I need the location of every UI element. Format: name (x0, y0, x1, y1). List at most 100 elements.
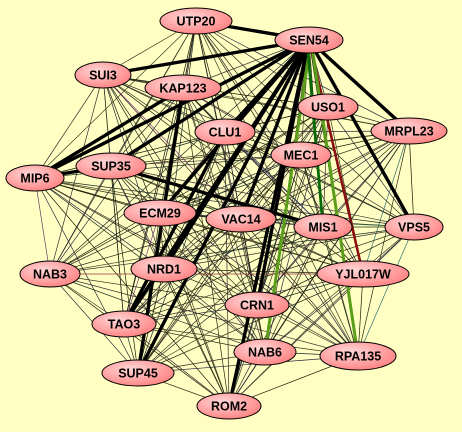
node-label-mec1: MEC1 (284, 149, 319, 163)
node-label-utp20: UTP20 (177, 15, 216, 29)
edge-SEN54-NAB3 (49, 39, 310, 275)
node-ecm29[interactable]: ECM29 (123, 199, 197, 227)
node-vac14[interactable]: VAC14 (205, 205, 277, 233)
node-shape-yjl017w (316, 260, 410, 288)
edge-UTP20-VPS5 (195, 20, 415, 228)
edge-NRD1-ROM2 (163, 268, 230, 407)
node-shape-rpa135 (319, 341, 397, 371)
edge-USO1-VPS5 (327, 106, 415, 228)
edge-NAB3-NAB6 (49, 273, 266, 353)
edge-MIP6-CRN1 (34, 177, 258, 306)
edge-MIP6-ROM2 (34, 177, 230, 407)
node-shape-nrd1 (130, 255, 198, 283)
node-shape-sup35 (75, 152, 147, 180)
node-nab3[interactable]: NAB3 (19, 260, 81, 288)
edge-VPS5-ROM2 (228, 226, 415, 407)
edge-SEN54-MIP6-thick (33, 38, 311, 180)
node-shape-mrpl23 (370, 117, 448, 145)
edge-SEN54-SUI3-thick (101, 38, 311, 77)
node-sup45[interactable]: SUP45 (101, 359, 175, 387)
edge-SUP35-TAO3 (110, 165, 125, 325)
node-rpa135[interactable]: RPA135 (319, 341, 397, 371)
edge-SUP35-NAB6 (110, 165, 266, 353)
edge-UTP20-MIP6 (34, 20, 197, 179)
node-shape-rom2 (196, 392, 262, 420)
node-mec1[interactable]: MEC1 (270, 141, 332, 169)
node-tao3[interactable]: TAO3 (91, 310, 157, 338)
edge-SUP35-RPA135 (110, 165, 359, 357)
node-utp20[interactable]: UTP20 (159, 7, 233, 35)
node-label-rpa135: RPA135 (335, 350, 381, 364)
node-sui3[interactable]: SUI3 (74, 61, 132, 89)
node-label-clu1: CLU1 (209, 126, 242, 140)
node-mrpl23[interactable]: MRPL23 (370, 117, 448, 145)
edge-MRPL23-RPA135 (357, 130, 410, 357)
node-sup35[interactable]: SUP35 (75, 152, 147, 180)
edge-SEN54-NRD1-thick (162, 38, 311, 271)
edge-SUP35-VPS5 (110, 165, 415, 228)
edge-NAB3-CRN1 (49, 273, 258, 306)
edge-UTP20-NRD1 (163, 20, 197, 270)
edge-SEN54-VPS5-thick (307, 38, 416, 229)
edge-VPS5-NRD1 (163, 226, 415, 270)
edge-YJL017W-SUP45 (137, 273, 364, 374)
edge-ECM29-RPA135 (159, 212, 359, 357)
node-uso1[interactable]: USO1 (297, 93, 359, 121)
node-label-sup35: SUP35 (91, 160, 131, 174)
node-vps5[interactable]: VPS5 (384, 213, 444, 241)
node-shape-sup45 (101, 359, 175, 387)
node-crn1[interactable]: CRN1 (224, 291, 290, 319)
node-shape-uso1 (297, 93, 359, 121)
edge-MRPL23-SUP35 (110, 130, 410, 167)
node-mis1[interactable]: MIS1 (293, 213, 353, 241)
node-yjl017w[interactable]: YJL017W (316, 260, 410, 288)
edge-SUP35-SUP45 (110, 165, 139, 374)
edge-SEN54-MRPL23-thick (307, 38, 411, 133)
node-mip6[interactable]: MIP6 (5, 164, 65, 192)
edge-MRPL23-VAC14 (240, 130, 410, 220)
node-label-uso1: USO1 (311, 101, 345, 115)
node-shape-tao3 (91, 310, 157, 338)
edge-SUP35-NAB3 (49, 165, 112, 275)
node-shape-sui3 (74, 61, 132, 89)
edge-VPS5-NAB6 (264, 226, 415, 353)
node-label-vps5: VPS5 (398, 221, 430, 235)
edge-VPS5-RPA135 (357, 226, 415, 357)
node-nab6[interactable]: NAB6 (233, 338, 297, 366)
node-clu1[interactable]: CLU1 (194, 118, 256, 146)
edge-CLU1-ROM2 (224, 131, 230, 407)
node-rom2[interactable]: ROM2 (196, 392, 262, 420)
node-shape-mip6 (5, 164, 65, 192)
node-label-nab6: NAB6 (248, 346, 282, 360)
edge-MIS1-NAB6 (264, 226, 324, 353)
highlighted-edges (33, 19, 416, 408)
edge-SEN54-SUP45-thick (136, 38, 311, 375)
edge-SEN54-MIS1-darkgreen (305, 38, 325, 229)
edge-CLU1-RPA135 (224, 131, 359, 357)
edge-KAP123-MIP6-thick (33, 86, 185, 180)
edge-USO1-NAB3 (49, 106, 329, 275)
node-shape-clu1 (194, 118, 256, 146)
edge-SUI3-MIP6 (34, 74, 104, 179)
node-shape-vac14 (205, 205, 277, 233)
node-shape-nab3 (19, 260, 81, 288)
node-sen54[interactable]: SEN54 (274, 26, 344, 54)
node-shape-vps5 (384, 213, 444, 241)
node-label-kap123: KAP123 (159, 82, 206, 96)
edge-SEN54-RPA135-green (309, 38, 360, 358)
edge-KAP123-NAB3 (49, 87, 184, 275)
edge-SEN54-SUP35-thick (109, 38, 311, 168)
node-kap123[interactable]: KAP123 (144, 74, 222, 102)
node-shape-mec1 (270, 141, 332, 169)
edge-UTP20-MEC1 (195, 20, 302, 156)
node-nrd1[interactable]: NRD1 (130, 255, 198, 283)
node-shape-utp20 (159, 7, 233, 35)
edge-SUP35-MIS1-thick (109, 164, 325, 229)
edge-NAB3-RPA135 (49, 273, 359, 357)
edge-TAO3-RPA135 (123, 323, 359, 357)
node-label-sui3: SUI3 (89, 69, 117, 83)
node-shape-nab6 (233, 338, 297, 366)
edge-SUI3-MEC1 (102, 74, 302, 156)
